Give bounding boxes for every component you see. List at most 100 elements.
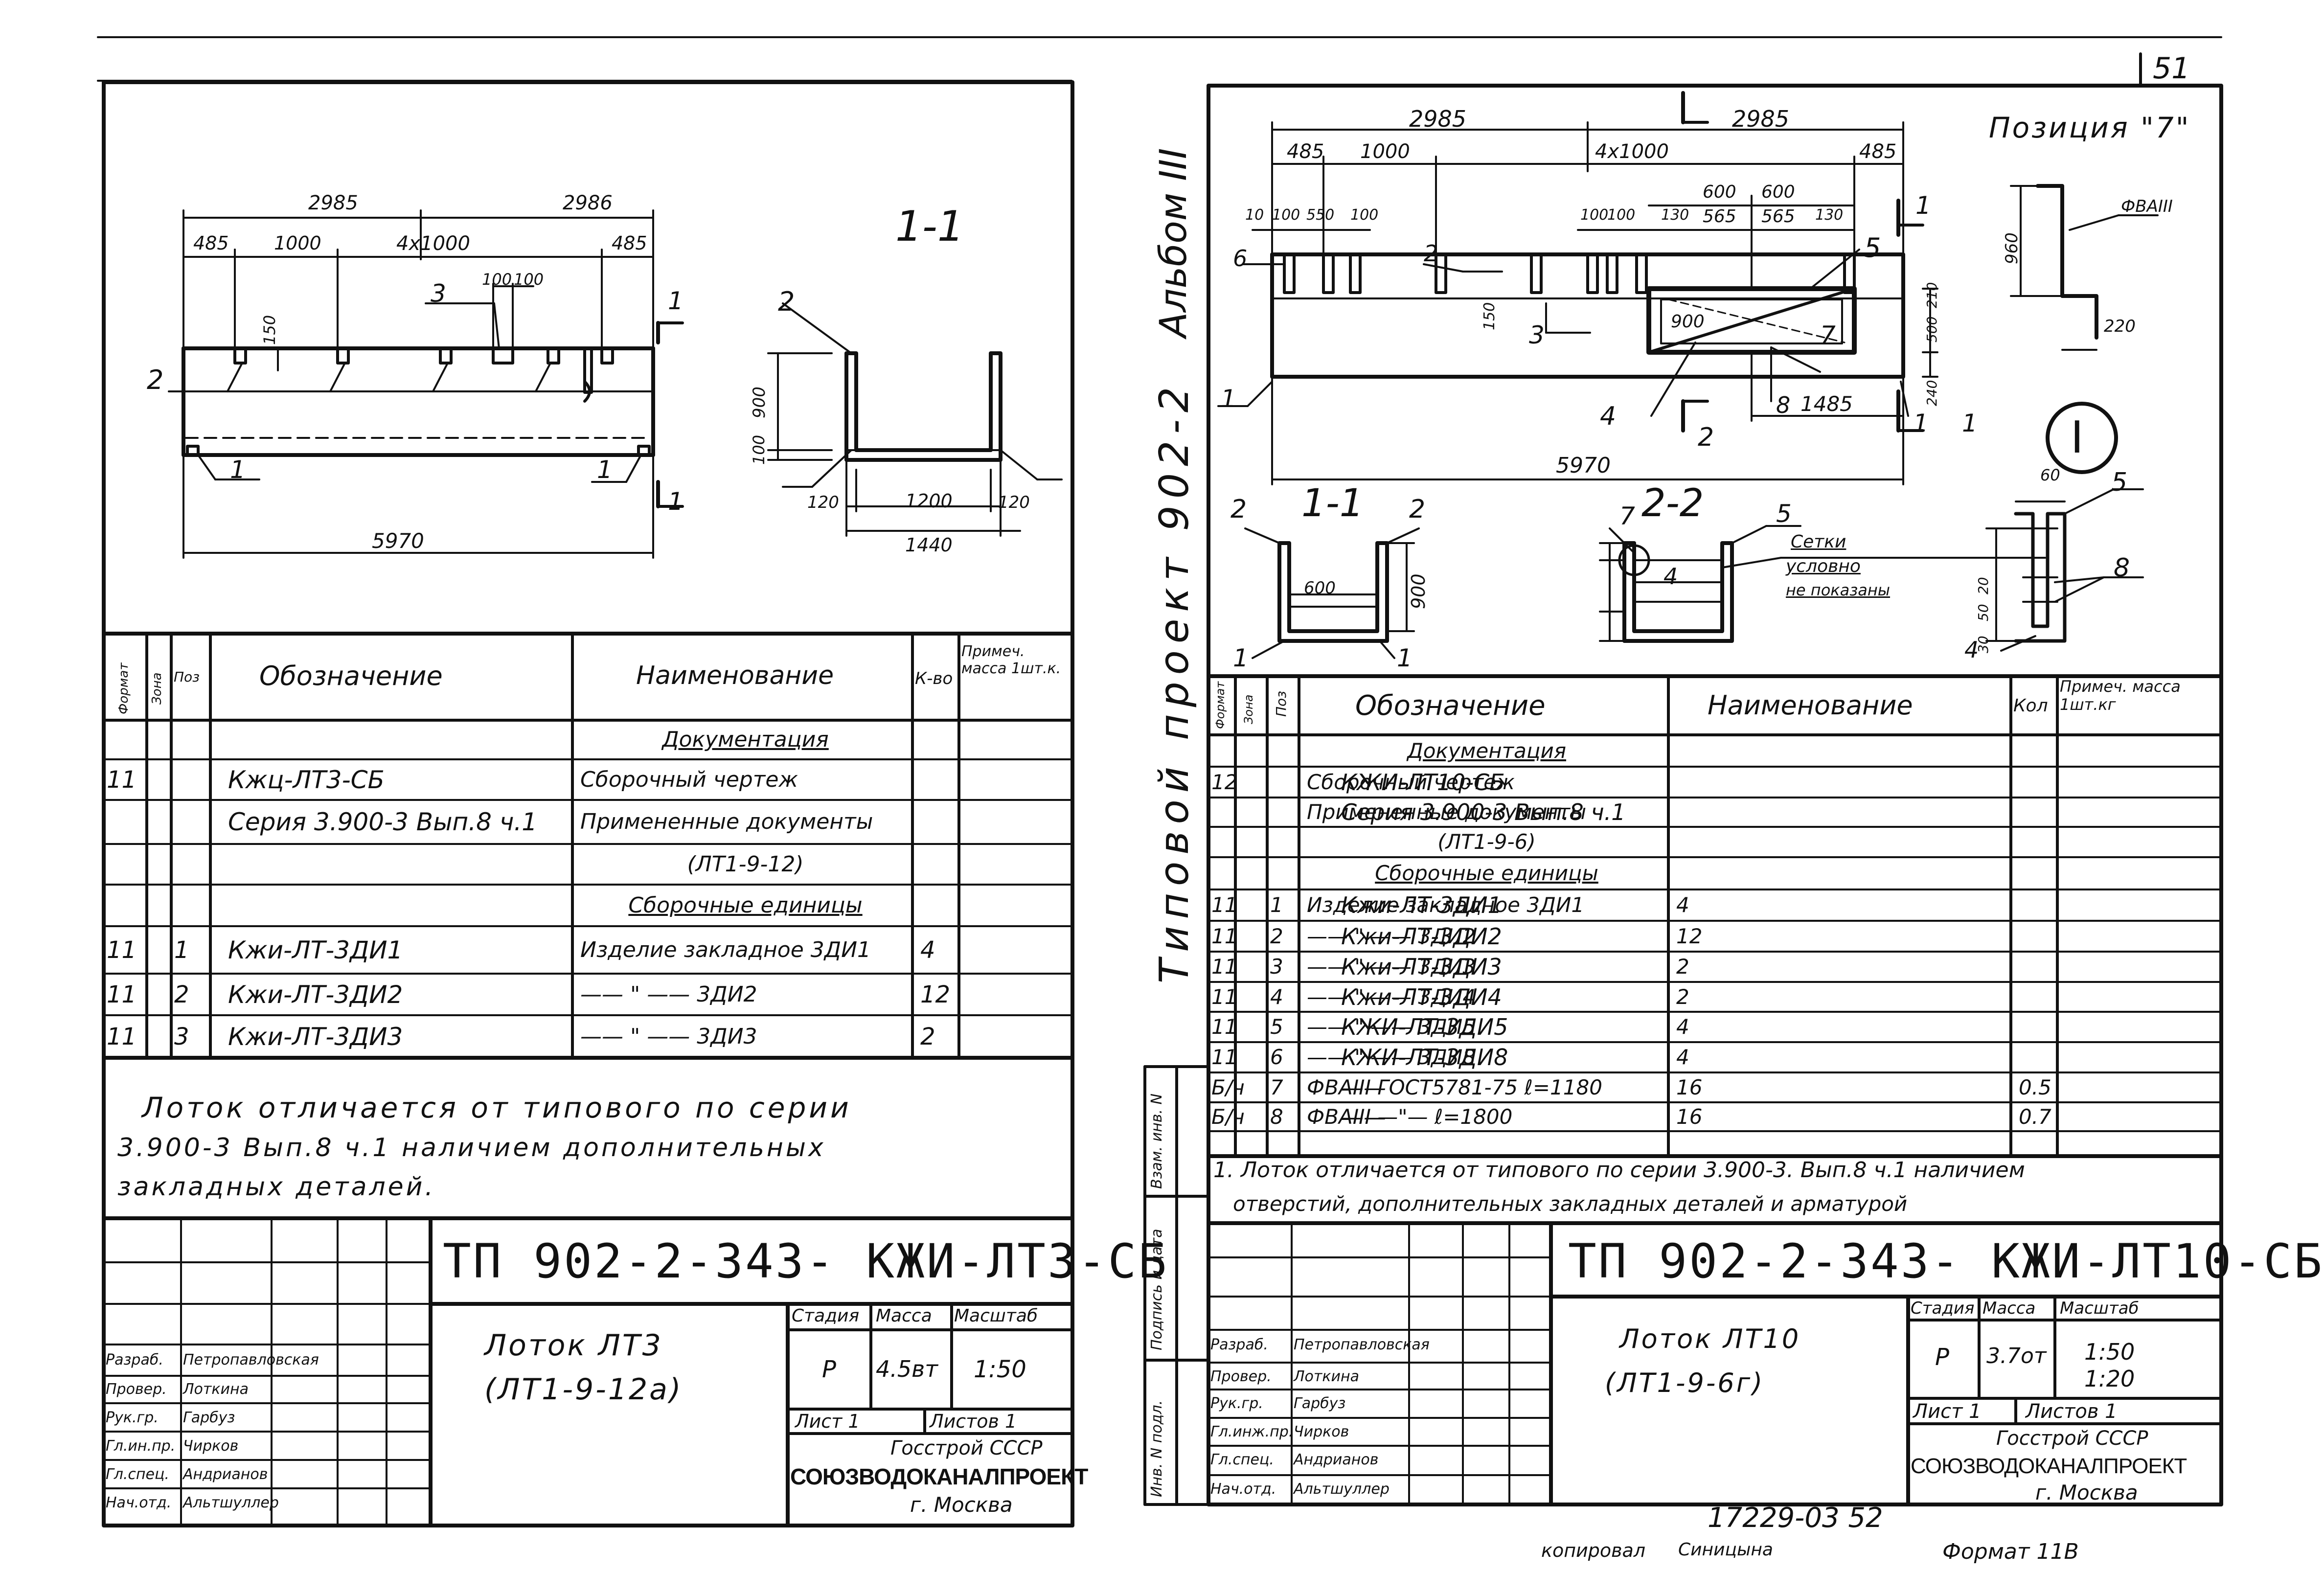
right-row-cell-name: Сборочные единицы: [1375, 861, 1598, 885]
right-section-11: 1-1: [1301, 481, 1364, 525]
right-stage-value: Р: [1935, 1344, 1949, 1371]
right-bar-label: ФВАIII: [2121, 197, 2173, 216]
left-dim-120b: 120: [998, 493, 1030, 512]
right-dim-1485: 1485: [1800, 392, 1853, 416]
right-row-cell-format: Б/ч: [1211, 1104, 1245, 1129]
right-dim-900v: 900: [1408, 573, 1429, 609]
left-row-cell-pos: [174, 800, 208, 844]
right-sign-name: Альтшуллер: [1294, 1481, 1390, 1498]
right-row-cell-name: —— " —— 3ДИ3: [1307, 955, 1476, 979]
left-row-cell-pos: [174, 759, 208, 800]
right-dim-600a: 600: [1703, 182, 1736, 202]
right-section-22-drawing: [1599, 525, 2046, 643]
left-org-3: г. Москва: [910, 1493, 1013, 1517]
right-row-cell-designation: ——: [1341, 1103, 1386, 1130]
right-row-cell-pos: 6: [1270, 1045, 1283, 1069]
left-row-cell-format: 11: [107, 980, 137, 1008]
right-row-cell-name: Изделие закладное 3ДИ1: [1307, 893, 1585, 917]
left-row-cell-name: Сборочные единицы: [628, 892, 863, 918]
left-callout-1b: 1: [597, 456, 613, 484]
left-row-cell-format: [107, 800, 145, 844]
right-row-cell-qty: 12: [1676, 924, 1703, 948]
right-row-cell-qty: 4: [1676, 1015, 1689, 1039]
right-sign-role: Гл.инж.пр.: [1210, 1423, 1294, 1440]
right-org-1: Госстрой СССР: [1996, 1427, 2148, 1450]
album-label: Альбом III: [1151, 148, 1195, 338]
right-dim-4x1000: 4x1000: [1595, 140, 1669, 163]
left-row-cell-note: [967, 800, 1071, 844]
right-dim-100b: 100: [1350, 206, 1379, 224]
right-position-label: Позиция "7": [1989, 111, 2191, 144]
left-sign-name: Лоткина: [183, 1381, 249, 1398]
right-row-cell-pos: 4: [1270, 984, 1283, 1009]
right-row-cell-note: [2019, 767, 2055, 798]
left-dim-485a: 485: [193, 232, 229, 254]
right-row-cell-pos: [1270, 767, 1297, 798]
right-callout-7b: 7: [1619, 502, 1635, 530]
right-org-2: СОЮЗВОДОКАНАЛПРОЕКТ: [1911, 1454, 2187, 1478]
left-callout-2b: 2: [778, 286, 795, 317]
right-mass-value: 3.7от: [1986, 1344, 2047, 1368]
right-callout-5b: 5: [1776, 500, 1792, 528]
right-row-cell-qty: 2: [1676, 955, 1689, 979]
right-sign-name: Андрианов: [1294, 1451, 1379, 1468]
right-row-cell-note: [2019, 1042, 2055, 1072]
right-callout-5c: 5: [2111, 468, 2128, 497]
right-row-cell-pos: 8: [1270, 1104, 1283, 1129]
left-facade-drawing: [168, 209, 684, 559]
left-stage-label: Стадия: [792, 1306, 860, 1326]
left-dim-485b: 485: [612, 232, 647, 254]
right-callout-2b: 2: [1230, 495, 1247, 524]
left-sign-name: Чирков: [183, 1437, 239, 1455]
right-dim-100a: 100: [1272, 206, 1300, 224]
right-facade-drawing: [1217, 91, 1938, 485]
right-dim-50: 50: [1975, 604, 1991, 621]
left-scale-value: 1:50: [974, 1356, 1026, 1383]
left-sign-role: Рук.гр.: [106, 1409, 159, 1426]
left-row-cell-note: [967, 885, 1071, 926]
right-row-cell-name: Сборочный чертеж: [1307, 770, 1515, 794]
right-row-cell-pos: [1270, 857, 1297, 889]
bottom-archive-number: 17229-03 52: [1708, 1502, 1883, 1534]
right-org-3: г. Москва: [2035, 1481, 2138, 1504]
right-th-designation: Обозначение: [1355, 690, 1546, 722]
right-row-cell-designation: КЖИ-ЛТ-3ДИ5: [1341, 1014, 1508, 1040]
right-row-cell-note: [2019, 857, 2055, 889]
right-dim-900: 900: [1671, 312, 1705, 332]
left-row-cell-name: Примененные документы: [580, 809, 873, 834]
right-row-cell-pos: 7: [1270, 1075, 1283, 1099]
left-dim-100a: 100: [482, 270, 512, 289]
left-sheets-label: Листов 1: [930, 1411, 1017, 1432]
left-drawing-code: ТП 902-2-343- КЖИ-ЛТ3-СБ: [443, 1234, 1169, 1289]
right-dim-220: 220: [2104, 317, 2136, 336]
right-th-note: Примеч. масса 1шт.кг: [2060, 677, 2181, 714]
left-item-name: Лоток ЛТ3: [484, 1328, 663, 1363]
right-sign-role: Гл.спец.: [1210, 1451, 1274, 1468]
left-row-cell-pos: 1: [174, 936, 189, 964]
left-dim-100b: 100: [514, 270, 544, 289]
left-th-note: Примеч. масса 1шт.к.: [961, 643, 1061, 677]
right-callout-3: 3: [1529, 321, 1545, 349]
left-row-cell-format: [107, 844, 145, 885]
left-callout-1a: 1: [230, 456, 246, 484]
right-dim-5970: 5970: [1556, 453, 1611, 478]
left-th-qty: К-во: [915, 669, 953, 688]
left-row-cell-note: [967, 1015, 1071, 1058]
right-row-cell-designation: Кжи-ЛТ-3ДИ1: [1341, 892, 1502, 918]
right-row-cell-pos: 1: [1270, 893, 1283, 917]
right-callout-2d: 2: [1409, 495, 1426, 524]
right-row-cell-qty: [1676, 767, 2009, 798]
right-dim-600b: 600: [1761, 182, 1795, 202]
left-row-cell-format: 11: [107, 1023, 137, 1050]
right-item-sub: (ЛТ1-9-6г): [1605, 1367, 1765, 1398]
right-dim-10: 10: [1245, 206, 1264, 224]
left-mass-label: Масса: [876, 1306, 932, 1326]
left-row-cell-qty: 12: [920, 980, 951, 1008]
right-row-cell-format: 11: [1211, 1045, 1238, 1069]
right-callout-1e: 1: [1233, 644, 1249, 672]
right-dim-240: 240: [1924, 380, 1940, 406]
left-row-cell-format: [107, 720, 145, 759]
left-row-cell-name: Изделие закладное 3ДИ1: [580, 937, 871, 962]
left-dim-150: 150: [260, 315, 279, 345]
left-row-cell-designation: Кжи-ЛТ-3ДИ3: [228, 1022, 403, 1051]
